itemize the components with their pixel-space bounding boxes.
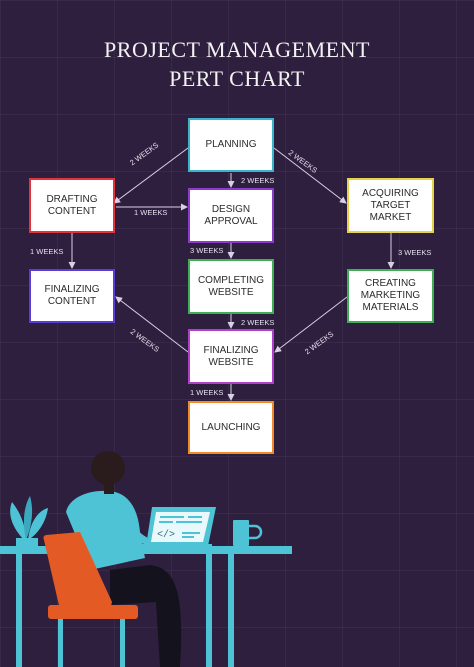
chart-title-line2: PERT CHART bbox=[169, 66, 305, 91]
svg-text:</>: </> bbox=[157, 529, 175, 541]
chair bbox=[43, 532, 138, 667]
node-planning: PLANNING bbox=[188, 118, 274, 172]
node-launching: LAUNCHING bbox=[188, 401, 274, 454]
chart-title-line1: PROJECT MANAGEMENT bbox=[104, 37, 370, 62]
edge-planning-drafting bbox=[113, 147, 189, 204]
node-creating-marketing-materials: CREATING MARKETING MATERIALS bbox=[347, 269, 434, 323]
laptop-code-icon: </> bbox=[140, 507, 216, 547]
edge-label-drafting-design: 1 WEEKS bbox=[134, 208, 168, 217]
edge-creating-finalizingweb bbox=[274, 296, 348, 353]
person-at-laptop-illustration: </> bbox=[0, 451, 292, 667]
edge-label-design-completing: 3 WEEKS bbox=[190, 246, 224, 255]
desk bbox=[0, 546, 292, 667]
edge-planning-acquiring bbox=[273, 147, 347, 204]
edge-label-finalizingweb-launching: 1 WEEKS bbox=[190, 388, 224, 397]
potted-plant-icon bbox=[10, 496, 48, 546]
node-completing-website: COMPLETING WEBSITE bbox=[188, 259, 274, 314]
edge-finalizingweb-content bbox=[115, 296, 189, 353]
node-design-approval: DESIGN APPROVAL bbox=[188, 188, 274, 243]
node-drafting-content: DRAFTING CONTENT bbox=[29, 178, 115, 233]
node-finalizing-content: FINALIZING CONTENT bbox=[29, 269, 115, 323]
edge-label-acquiring-creating: 3 WEEKS bbox=[398, 248, 432, 257]
edge-label-completing-finalizing: 2 WEEKS bbox=[241, 318, 275, 327]
node-finalizing-website: FINALIZING WEBSITE bbox=[188, 329, 274, 384]
coffee-mug-icon bbox=[233, 520, 263, 546]
node-acquiring-target-market: ACQUIRING TARGET MARKET bbox=[347, 178, 434, 233]
edge-label-planning-design: 2 WEEKS bbox=[241, 176, 275, 185]
edge-label-drafting-finalizing: 1 WEEKS bbox=[30, 247, 64, 256]
